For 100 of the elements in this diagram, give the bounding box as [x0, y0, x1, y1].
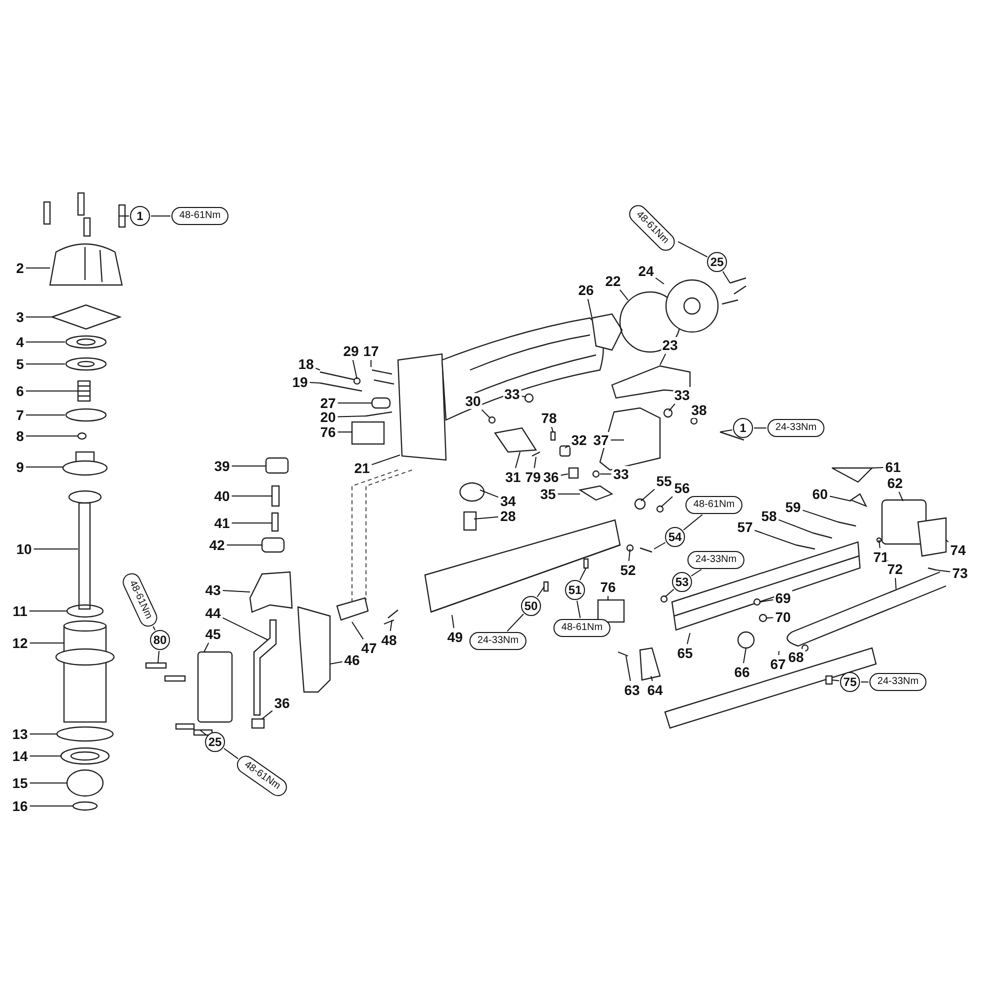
leader-line — [686, 632, 690, 644]
leader-line — [829, 496, 852, 502]
leader-line — [660, 496, 673, 508]
callout-number: 4 — [15, 334, 25, 350]
callout-number: 33 — [673, 387, 691, 403]
leader-line — [660, 353, 666, 366]
leader-line — [352, 622, 364, 640]
leader-line — [222, 617, 268, 640]
callout-number: 36 — [542, 469, 560, 485]
leader-line — [371, 454, 400, 466]
callout-number: 76 — [599, 579, 617, 595]
callout-number: 64 — [646, 682, 664, 698]
leader-line — [521, 396, 526, 398]
callout-number: 6 — [15, 383, 25, 399]
callout-number: 49 — [446, 629, 464, 645]
callout-number: 58 — [760, 508, 778, 524]
callout-number: 10 — [15, 541, 33, 557]
callout-number: 20 — [319, 409, 337, 425]
connector-line — [506, 614, 524, 632]
callout-number: 54 — [665, 527, 685, 547]
callout-number: 1 — [733, 418, 753, 438]
leader-line — [878, 540, 880, 548]
leader-line — [158, 650, 160, 664]
callout-number: 69 — [774, 590, 792, 606]
leader-line — [668, 403, 676, 412]
callout-number: 52 — [619, 562, 637, 578]
leader-line — [722, 270, 730, 284]
callout-number: 48 — [380, 632, 398, 648]
leader-line — [894, 578, 896, 590]
torque-label: 24-33Nm — [869, 673, 927, 691]
leader-line — [25, 316, 52, 318]
callout-number: 70 — [774, 609, 792, 625]
callout-number: 16 — [11, 798, 29, 814]
callout-number: 61 — [884, 459, 902, 475]
callout-number: 14 — [11, 748, 29, 764]
connector-line — [152, 626, 156, 631]
callout-number: 78 — [540, 410, 558, 426]
leader-line — [720, 429, 733, 432]
leader-line — [330, 661, 343, 664]
callout-number: 47 — [360, 640, 378, 656]
callout-number: 42 — [208, 537, 226, 553]
connector-line — [678, 241, 708, 258]
callout-number: 71 — [872, 549, 890, 565]
leader-line — [936, 570, 951, 572]
callout-number: 33 — [503, 386, 521, 402]
leader-line — [536, 586, 544, 598]
callout-number: 25 — [205, 732, 225, 752]
callout-number: 51 — [565, 580, 585, 600]
callout-number: 34 — [499, 493, 517, 509]
torque-label: 24-33Nm — [687, 551, 745, 569]
leader-line — [481, 409, 490, 418]
leader-line — [480, 490, 499, 498]
callout-number: 38 — [690, 402, 708, 418]
callout-number: 15 — [11, 775, 29, 791]
callout-number: 73 — [951, 565, 969, 581]
callout-number: 55 — [655, 473, 673, 489]
callout-number: 31 — [504, 469, 522, 485]
callout-number: 39 — [213, 458, 231, 474]
callout-number: 7 — [15, 407, 25, 423]
callout-number: 8 — [15, 428, 25, 444]
callout-number: 44 — [204, 605, 222, 621]
leader-line — [352, 360, 358, 380]
leader-line — [564, 445, 570, 448]
callout-number: 46 — [343, 652, 361, 668]
leader-line — [628, 548, 630, 562]
callout-number: 13 — [11, 726, 29, 742]
callout-number: 3 — [15, 309, 25, 325]
callout-number: 9 — [15, 459, 25, 475]
callout-number: 25 — [707, 252, 727, 272]
callout-number: 12 — [11, 635, 29, 651]
leader-line — [226, 544, 262, 546]
callout-number: 65 — [676, 645, 694, 661]
leader-line — [626, 656, 631, 682]
leader-line — [25, 390, 78, 392]
leader-line — [560, 474, 568, 476]
callout-number: 36 — [273, 695, 291, 711]
leader-line — [515, 452, 520, 468]
leader-line — [760, 599, 774, 602]
leader-line — [222, 590, 250, 592]
callout-number: 72 — [886, 561, 904, 577]
leader-line — [337, 402, 372, 404]
leader-line — [872, 467, 884, 468]
callout-number: 17 — [362, 343, 380, 359]
leader-line — [832, 680, 840, 682]
callout-number: 63 — [623, 682, 641, 698]
leader-line — [640, 488, 655, 502]
callout-number: 33 — [612, 466, 630, 482]
callout-number: 67 — [769, 656, 787, 672]
leader-line — [337, 416, 366, 418]
callout-number: 35 — [539, 486, 557, 502]
leader-line — [534, 456, 536, 468]
leader-line — [29, 782, 68, 784]
leader-line — [204, 642, 210, 652]
leader-line — [778, 519, 814, 534]
leader-line — [33, 548, 78, 550]
callout-number: 41 — [213, 515, 231, 531]
torque-label: 24-33Nm — [767, 419, 825, 437]
callout-number: 56 — [673, 480, 691, 496]
callout-number: 59 — [784, 499, 802, 515]
callout-number: 22 — [604, 273, 622, 289]
